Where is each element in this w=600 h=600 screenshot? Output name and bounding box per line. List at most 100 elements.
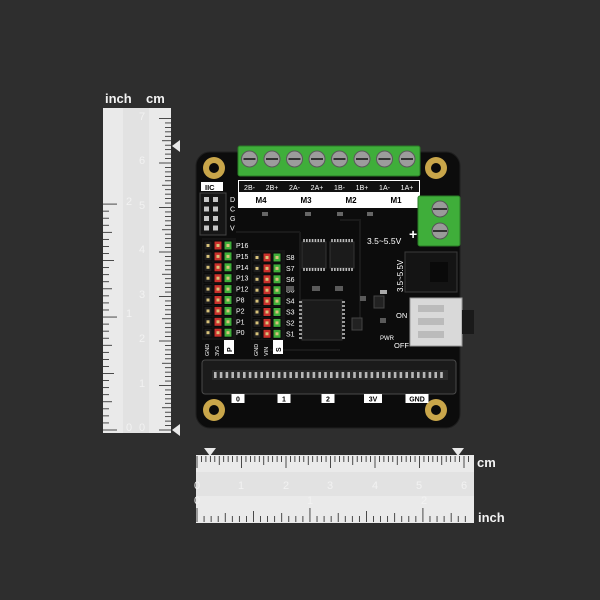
p-pin-label: P16 <box>236 243 249 250</box>
left-cm-label-4: 4 <box>139 244 145 256</box>
bottom-inch-label-1: 1 <box>307 495 313 507</box>
bottom-cm-label-4: 4 <box>372 480 378 492</box>
motor-group-label: M4 <box>255 196 267 205</box>
chip-leg <box>336 239 339 242</box>
motor-group-label: M3 <box>300 196 312 205</box>
io-pin-tip <box>226 287 230 291</box>
edge-label: 1 <box>282 397 286 404</box>
chip-leg <box>317 239 320 242</box>
edge-label-box <box>277 394 291 403</box>
edge-pin <box>214 372 217 378</box>
edge-pin <box>260 372 263 378</box>
edge-pin <box>248 372 252 378</box>
edge-pin <box>254 372 258 378</box>
servo-pin-tip <box>255 266 259 270</box>
left-marker-bottom <box>172 424 180 436</box>
motor-group-row <box>239 193 419 205</box>
edge-pin <box>417 372 420 378</box>
io-pin-tip <box>226 298 230 302</box>
servo-pin-tip <box>265 256 269 259</box>
servo-pin-tip <box>275 310 279 314</box>
chip-leg <box>323 268 325 271</box>
left-ruler-cm-unit: cm <box>146 91 165 106</box>
edge-label-box <box>231 394 245 403</box>
edge-pin <box>428 372 432 378</box>
iic-pin-label: C <box>230 207 235 214</box>
chip-leg <box>336 268 339 271</box>
io-pin-tip <box>226 244 230 247</box>
edge-pin <box>393 372 397 378</box>
chip-leg <box>334 239 336 242</box>
header-pin <box>204 197 209 202</box>
chip-leg <box>306 239 308 242</box>
bottom-cm-label-3: 3 <box>327 480 333 492</box>
p-pin-label: P2 <box>236 308 245 315</box>
edge-pin <box>231 372 234 378</box>
minus-sign: - <box>411 192 414 201</box>
edge-label: 0 <box>236 397 240 404</box>
edge-label-box <box>321 394 335 403</box>
chip-leg <box>299 301 302 303</box>
motor-driver-chip-2 <box>329 239 355 271</box>
chip-leg <box>342 301 345 303</box>
mounting-hole-tr <box>425 157 447 179</box>
chip-leg <box>323 239 325 242</box>
power-switch[interactable] <box>409 297 474 347</box>
p-pin-label: P8 <box>236 298 245 305</box>
chip-leg <box>299 317 302 319</box>
edge-pin <box>434 372 437 378</box>
edge-pin <box>382 372 385 378</box>
left-cm-label-5: 5 <box>139 200 145 212</box>
header-pin <box>204 225 209 231</box>
edge-pin <box>324 372 327 378</box>
io-pin-tip <box>216 287 220 291</box>
bottom-inch-label-0: 0 <box>194 495 200 507</box>
servo-pin-tip <box>275 256 279 259</box>
edge-pin <box>440 372 443 378</box>
servo-pin-tip <box>275 266 279 270</box>
s-pin-label: S2 <box>286 320 295 327</box>
io-pin-tip <box>206 276 210 280</box>
chip-leg <box>342 313 345 315</box>
chip-leg <box>345 239 348 242</box>
servo-pin-tip <box>265 332 269 336</box>
chip-leg <box>345 268 348 271</box>
p-pin-label: P14 <box>236 265 249 272</box>
dc-barrel-jack <box>404 251 458 293</box>
left-cm-label-2: 2 <box>139 333 145 345</box>
io-pin-tip <box>226 276 230 280</box>
edge-pin <box>347 372 350 378</box>
chip-leg <box>317 268 320 271</box>
left-inch-label-1: 1 <box>126 308 132 320</box>
bottom-ruler-inch-unit: inch <box>478 510 505 525</box>
voltage-label-top: 3.5~5.5V <box>367 236 402 246</box>
bottom-ruler: cm inch 0 1 2 3 4 5 6 0 1 2 <box>194 448 505 525</box>
left-cm-label-0: 0 <box>139 422 145 434</box>
edge-pin <box>411 372 414 378</box>
servo-pin-tip <box>265 277 269 281</box>
motor-group-label: M2 <box>345 196 357 205</box>
switch-lever[interactable] <box>462 310 474 334</box>
io-pin-tip <box>206 309 210 313</box>
edge-pin <box>388 372 391 378</box>
chip-leg <box>351 239 353 242</box>
motor-pin-label: 2B+ <box>266 185 279 192</box>
chip-leg <box>299 321 302 323</box>
s-footer-vin: VIN <box>264 347 270 356</box>
left-cm-label-1: 1 <box>139 378 145 390</box>
servo-pin-tip <box>255 299 259 303</box>
edge-pin <box>364 372 368 378</box>
voltage-label-side: 3.5~5.5V <box>396 259 405 292</box>
servo-pin-tip <box>255 288 259 292</box>
motor-pin-label: 1A+ <box>401 185 414 192</box>
io-pin-tip <box>206 265 210 269</box>
s-footer-box <box>273 340 283 354</box>
io-pin-tip <box>226 309 230 313</box>
motor-pin-label: 2A+ <box>311 185 324 192</box>
edge-pin <box>399 372 403 378</box>
chip-leg <box>342 268 345 271</box>
chip-leg <box>314 268 317 271</box>
servo-pin-tip <box>265 288 269 292</box>
